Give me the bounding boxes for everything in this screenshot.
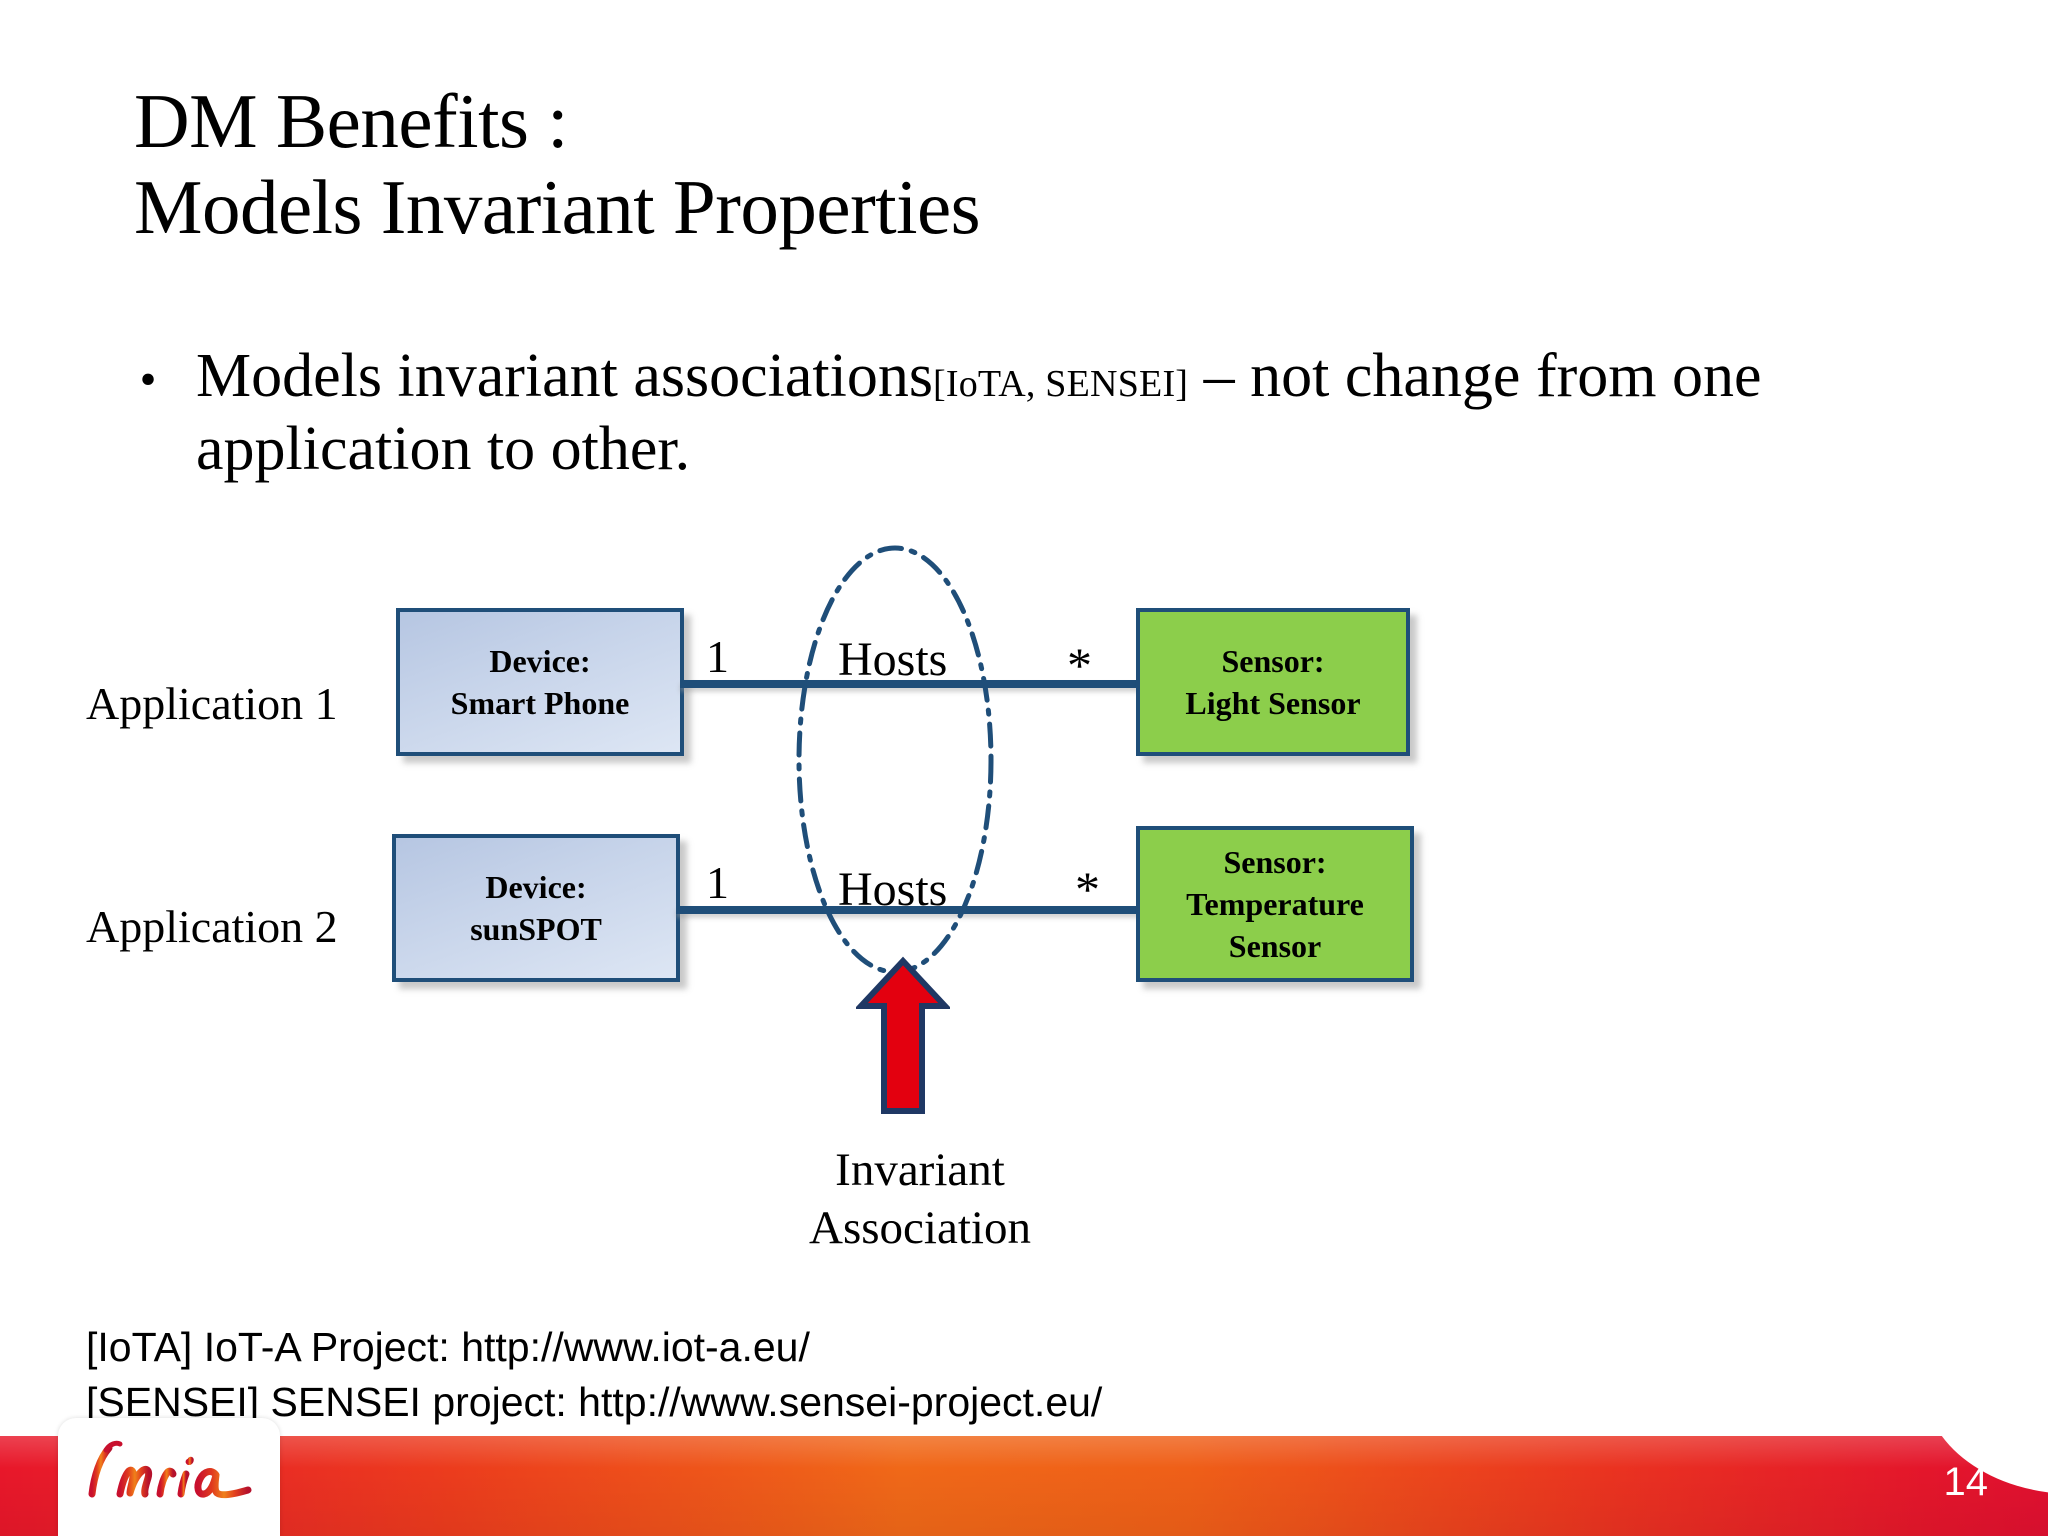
references: [IoTA] IoT-A Project: http://www.iot-a.e… xyxy=(86,1320,1102,1429)
multiplicity-1-left: 1 xyxy=(706,631,729,682)
sensor-box-1-line1: Sensor: xyxy=(1221,642,1325,679)
bullet-citation: [IoTA, SENSEI] xyxy=(932,363,1189,405)
reference-sensei: [SENSEI] SENSEI project: http://www.sens… xyxy=(86,1378,1103,1425)
sensor-box-1-line2: Light Sensor xyxy=(1185,685,1361,721)
sensor-box-2-line2: Temperature xyxy=(1186,885,1364,922)
multiplicity-1-right: * xyxy=(1067,637,1092,693)
bullet-text-before: Models invariant associations xyxy=(196,342,933,410)
sensor-box-2-line1: Sensor: xyxy=(1223,843,1327,880)
invariant-association-caption: Invariant Association xyxy=(690,1142,1150,1258)
invariant-arrow-icon xyxy=(854,956,952,1116)
inria-logo xyxy=(58,1418,280,1536)
bullet-item: • Models invariant associations[IoTA, SE… xyxy=(100,340,1900,485)
footer-gloss xyxy=(0,1436,2048,1536)
bullet-dot-icon: • xyxy=(139,353,157,406)
reference-iota: [IoTA] IoT-A Project: http://www.iot-a.e… xyxy=(86,1324,810,1370)
sensor-box-2-line3: Sensor xyxy=(1228,928,1322,965)
device-box-2-line1: Device: xyxy=(485,868,587,905)
multiplicity-2-left: 1 xyxy=(706,857,729,908)
page-number: 14 xyxy=(1943,1460,1989,1504)
page-title: DM Benefits : Models Invariant Propertie… xyxy=(134,78,1634,250)
device-box-1-line1: Device: xyxy=(489,642,591,679)
application-2-label: Application 2 xyxy=(86,901,338,952)
device-box-2-line2: sunSPOT xyxy=(470,911,602,947)
caption-line-1: Invariant xyxy=(835,1144,1005,1196)
inria-logo-icon xyxy=(88,1440,252,1499)
title-line-2: Models Invariant Properties xyxy=(134,164,981,251)
sensor-box-light-sensor[interactable]: Sensor: Light Sensor xyxy=(1136,608,1410,756)
association-label-1: Hosts xyxy=(838,633,948,686)
association-label-2: Hosts xyxy=(838,863,948,916)
title-line-1: DM Benefits : xyxy=(134,78,569,164)
device-box-sunspot[interactable]: Device: sunSPOT xyxy=(392,834,680,982)
device-box-1-line2: Smart Phone xyxy=(450,685,630,721)
caption-line-2: Association xyxy=(809,1201,1031,1254)
bullet-text: Models invariant associations[IoTA, SENS… xyxy=(196,340,1900,485)
sensor-box-temperature-sensor[interactable]: Sensor: Temperature Sensor xyxy=(1136,826,1414,982)
footer-bar: 14 xyxy=(0,1436,2048,1536)
multiplicity-2-right: * xyxy=(1075,861,1100,917)
application-1-label: Application 1 xyxy=(86,678,338,729)
uml-diagram: Application 1 Device: Smart Phone 1 Host… xyxy=(0,545,2048,1254)
bullet-text-after: – not change from one application to oth… xyxy=(196,342,1762,483)
device-box-smart-phone[interactable]: Device: Smart Phone xyxy=(396,608,684,756)
